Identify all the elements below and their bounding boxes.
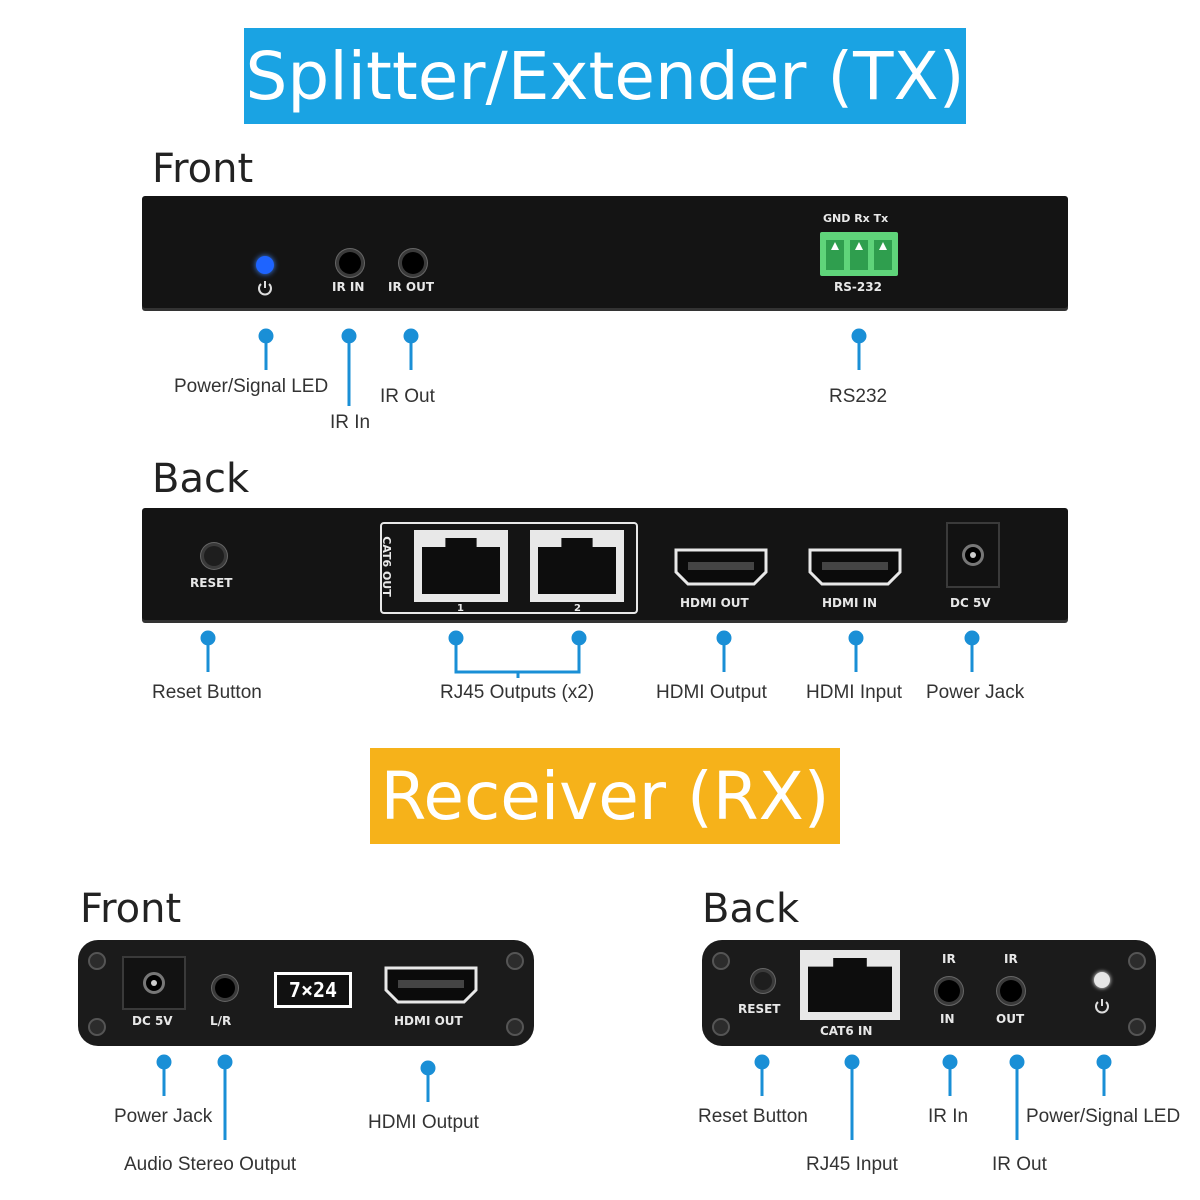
- ir-out-top-label: IR: [1004, 952, 1018, 966]
- power-led-icon: [1094, 972, 1110, 988]
- rx-title-banner: Receiver (RX): [370, 748, 840, 844]
- rx-front-heading: Front: [80, 886, 182, 932]
- rj45-port-1-number: 1: [457, 603, 464, 614]
- screw-icon: [712, 1018, 730, 1036]
- screw-icon: [1128, 952, 1146, 970]
- screw-icon: [88, 1018, 106, 1036]
- screw-icon: [506, 952, 524, 970]
- ir-out-bottom-label: OUT: [996, 1012, 1025, 1026]
- tx-title-banner: Splitter/Extender (TX): [244, 28, 966, 124]
- reset-button-icon: [754, 972, 772, 990]
- ir-in-jack-icon: [938, 980, 960, 1002]
- tx-front-heading: Front: [152, 146, 254, 192]
- callout-tx-ir-in: IR In: [330, 412, 371, 433]
- rx-back-panel: RESET CAT6 IN IR IN IR OUT: [702, 940, 1156, 1046]
- leader-bracket: [454, 638, 581, 674]
- hdmi-out-port-icon: [384, 966, 478, 1008]
- cat6-in-panel-label: CAT6 IN: [820, 1024, 873, 1038]
- callout-tx-power: Power Jack: [926, 682, 1025, 703]
- screw-icon: [506, 1018, 524, 1036]
- callout-tx-hdmi-in: HDMI Input: [806, 682, 903, 703]
- ir-in-jack-icon: [339, 252, 361, 274]
- rx-back-heading: Back: [702, 886, 800, 932]
- lr-panel-label: L/R: [210, 1014, 232, 1028]
- screw-icon: [1128, 1018, 1146, 1036]
- rj45-port-2-number: 2: [574, 603, 581, 614]
- ir-in-top-label: IR: [942, 952, 956, 966]
- ir-out-panel-label: IR OUT: [388, 280, 435, 294]
- ir-in-bottom-label: IN: [940, 1012, 955, 1026]
- callout-rx-power-led: Power/Signal LED: [1026, 1106, 1181, 1127]
- callout-rx-audio: Audio Stereo Output: [124, 1154, 297, 1175]
- rs232-panel-label: RS-232: [834, 280, 882, 294]
- hdmi-out-port-icon: [674, 548, 768, 590]
- callout-tx-hdmi-out: HDMI Output: [656, 682, 767, 703]
- callout-tx-rj45: RJ45 Outputs (x2): [440, 682, 595, 703]
- power-icon: [1092, 996, 1112, 1016]
- callout-tx-ir-out: IR Out: [380, 386, 435, 407]
- callout-rx-ir-out: IR Out: [992, 1154, 1047, 1175]
- callout-rx-power: Power Jack: [114, 1106, 213, 1127]
- rx-dc-panel-label: DC 5V: [132, 1014, 173, 1028]
- tx-title: Splitter/Extender (TX): [245, 37, 965, 115]
- dc-panel-label: DC 5V: [950, 596, 991, 610]
- cat6-out-frame: [380, 522, 638, 614]
- hdmi-in-panel-label: HDMI IN: [822, 596, 878, 610]
- ir-out-jack-icon: [402, 252, 424, 274]
- rs232-pin-labels: GND Rx Tx: [823, 212, 889, 225]
- hdmi-out-panel-label: HDMI OUT: [680, 596, 749, 610]
- rj45-port-2-icon: [530, 530, 624, 602]
- rx-reset-panel-label: RESET: [738, 1002, 781, 1016]
- tx-front-panel: IR IN IR OUT GND Rx Tx RS-232: [142, 196, 1068, 308]
- dc-jack-icon: [122, 956, 186, 1010]
- reset-panel-label: RESET: [190, 576, 233, 590]
- rx-front-panel: DC 5V L/R 7×24 HDMI OUT: [78, 940, 534, 1046]
- callout-rx-rj45: RJ45 Input: [806, 1154, 898, 1175]
- ir-in-panel-label: IR IN: [332, 280, 365, 294]
- rj45-input-port-icon: [800, 950, 900, 1020]
- tx-back-heading: Back: [152, 456, 250, 502]
- ir-out-jack-icon: [1000, 980, 1022, 1002]
- dc-jack-icon: [946, 522, 1000, 588]
- screw-icon: [88, 952, 106, 970]
- callout-tx-rs232: RS232: [829, 386, 888, 407]
- reset-button-icon: [204, 546, 224, 566]
- rj45-port-1-icon: [414, 530, 508, 602]
- rx-title: Receiver (RX): [380, 757, 830, 835]
- screw-icon: [712, 952, 730, 970]
- callout-rx-reset: Reset Button: [698, 1106, 808, 1127]
- power-icon: [255, 278, 275, 298]
- callout-rx-ir-in: IR In: [928, 1106, 969, 1127]
- callout-rx-hdmi-out: HDMI Output: [368, 1112, 479, 1133]
- terminal-block-icon: [820, 232, 898, 276]
- hdmi-in-port-icon: [808, 548, 902, 590]
- uptime-badge: 7×24: [274, 972, 352, 1008]
- callout-tx-reset: Reset Button: [152, 682, 262, 703]
- audio-jack-icon: [215, 978, 235, 998]
- power-led-icon: [256, 256, 274, 274]
- rx-hdmi-out-panel-label: HDMI OUT: [394, 1014, 463, 1028]
- tx-back-panel: RESET CAT6 OUT 1 2 HDMI OUT HDMI IN DC 5…: [142, 508, 1068, 620]
- callout-tx-power-led: Power/Signal LED: [174, 376, 329, 397]
